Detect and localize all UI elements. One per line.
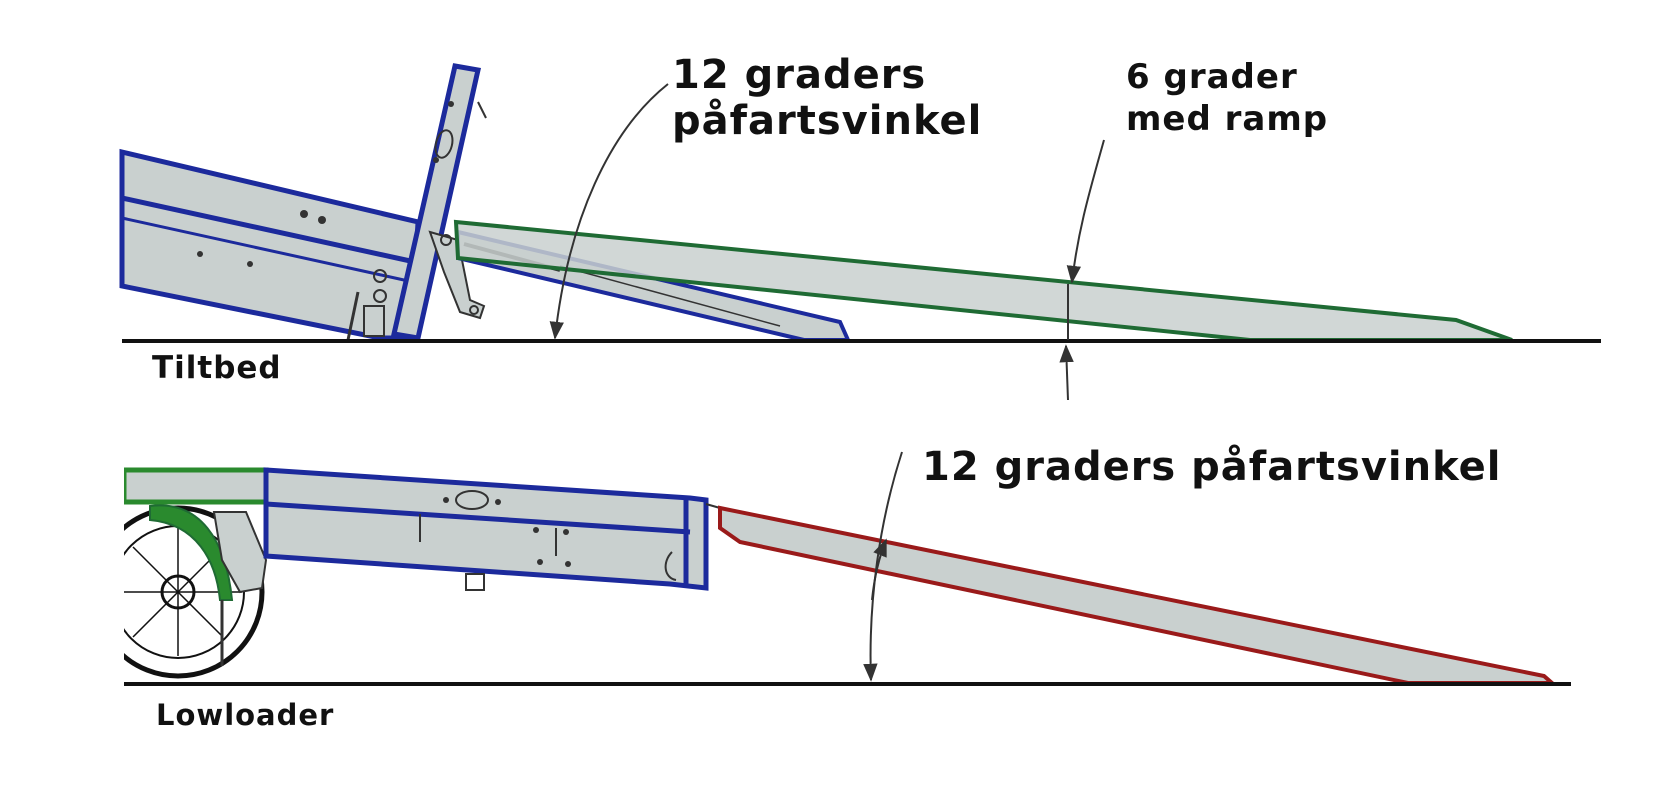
bolt-icon (469, 305, 479, 315)
tiltbed-angle-arc (549, 83, 669, 340)
lowloader-drawing (0, 440, 1571, 700)
bracket (363, 305, 385, 337)
tiltbed-drawing (119, 63, 1601, 401)
tailgate-latch (664, 551, 677, 581)
bolt-icon (563, 529, 569, 535)
tiltbed-tailgate (390, 63, 482, 341)
lowloader-angle-arrow-up (871, 538, 887, 601)
lowloader-label: Lowloader (156, 698, 335, 732)
bolt-icon (373, 289, 387, 303)
bolt-icon (373, 269, 387, 283)
lowloader-fender (149, 504, 234, 601)
bolt-icon (443, 497, 449, 503)
ramp-angle-label: 6 grader med ramp (1126, 57, 1329, 139)
bolt-icon (433, 157, 439, 163)
bolt-icon (318, 216, 326, 224)
lowloader-front-deck (121, 467, 269, 505)
bolt-icon (565, 561, 571, 567)
tailgate-handle (434, 129, 454, 159)
left-mask (0, 440, 124, 700)
bolt-icon (197, 251, 203, 257)
lowloader-bed (263, 467, 709, 591)
ramp-angle-leader (1059, 344, 1074, 401)
bed-plate (455, 490, 489, 510)
hinge-link (705, 503, 721, 509)
bolt-icon (537, 559, 543, 565)
bolt-icon (533, 527, 539, 533)
bolt-icon (440, 234, 452, 246)
support-leg (346, 291, 360, 341)
lowloader-ramp (718, 505, 1558, 685)
lowloader-angle-arc (863, 451, 903, 682)
axle-bracket (212, 511, 268, 594)
tiltbed-label: Tiltbed (152, 350, 282, 386)
bolt-icon (495, 499, 501, 505)
tiltbed-bed (119, 148, 421, 341)
lowloader-angle-label: 12 graders påfartsvinkel (922, 444, 1502, 490)
tiltbed-angle-label: 12 graders påfartsvinkel (672, 52, 983, 144)
tray-detail (559, 265, 781, 327)
bolt-icon (448, 101, 454, 107)
bed-step (465, 573, 485, 591)
lowloader-bed-rail (265, 501, 691, 535)
bolt-icon (300, 210, 308, 218)
tiltbed-bed-rail (121, 216, 414, 284)
ramp-angle-arc (1066, 139, 1105, 284)
tailgate-pin (477, 101, 487, 119)
bolt-icon (247, 261, 253, 267)
tiltbed-bed-rail (121, 195, 416, 265)
